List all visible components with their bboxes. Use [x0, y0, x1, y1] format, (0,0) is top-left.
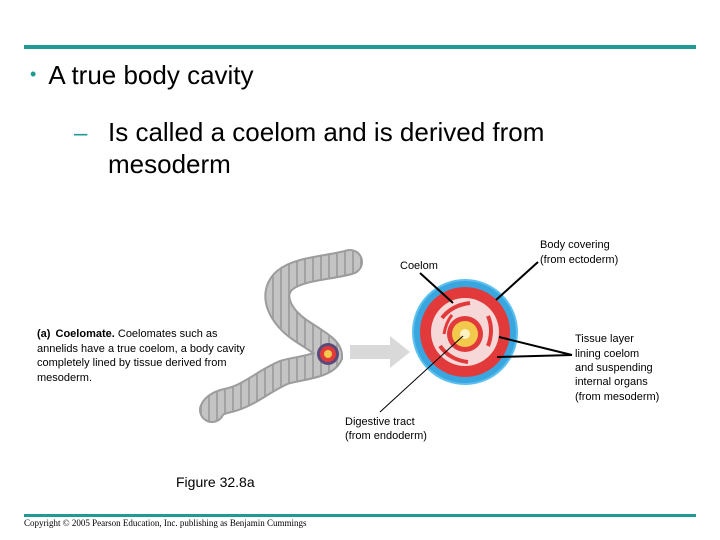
copyright-notice: Copyright © 2005 Pearson Education, Inc.… — [24, 518, 307, 528]
digestive-label-line2: (from endoderm) — [345, 430, 427, 442]
digestive-label-line1: Digestive tract — [345, 416, 415, 428]
tissue-label-line4: internal organs — [575, 376, 648, 388]
body-covering-label-line2: (from ectoderm) — [540, 254, 619, 266]
bullet-dot: • — [30, 64, 37, 84]
figure-number: Figure 32.8a — [176, 474, 255, 490]
tissue-label-line1: Tissue layer — [575, 333, 634, 345]
arrow-icon — [350, 336, 410, 368]
tissue-label-line5: (from mesoderm) — [575, 391, 660, 403]
tissue-leader-1 — [498, 336, 573, 356]
worm-cut-end — [317, 343, 339, 365]
caption-letter: (a) — [37, 328, 51, 340]
body-covering-leader — [495, 261, 539, 301]
bullet-text: A true body cavity — [48, 60, 254, 90]
figure-caption: (a) Coelomate. Coelomates such as anneli… — [37, 327, 257, 385]
tissue-label-line2: lining coelom — [575, 348, 640, 360]
caption-heading: Coelomate. — [55, 328, 115, 340]
digestive-leader — [379, 335, 464, 413]
sub-bullet-dash: – — [74, 120, 88, 147]
bottom-rule — [24, 514, 696, 517]
body-covering-label-line1: Body covering — [540, 239, 610, 251]
bullet-item: • A true body cavity — [30, 60, 254, 91]
coelom-leader — [419, 272, 454, 304]
coelom-label: Coelom — [400, 260, 438, 272]
sub-bullet-text: Is called a coelom and is derived from m… — [108, 117, 545, 179]
tissue-leader-2 — [496, 354, 573, 358]
top-rule — [24, 45, 696, 49]
caption-body: Coelomates such as annelids have a true … — [37, 328, 245, 384]
tissue-label-line3: and suspending — [575, 362, 653, 374]
